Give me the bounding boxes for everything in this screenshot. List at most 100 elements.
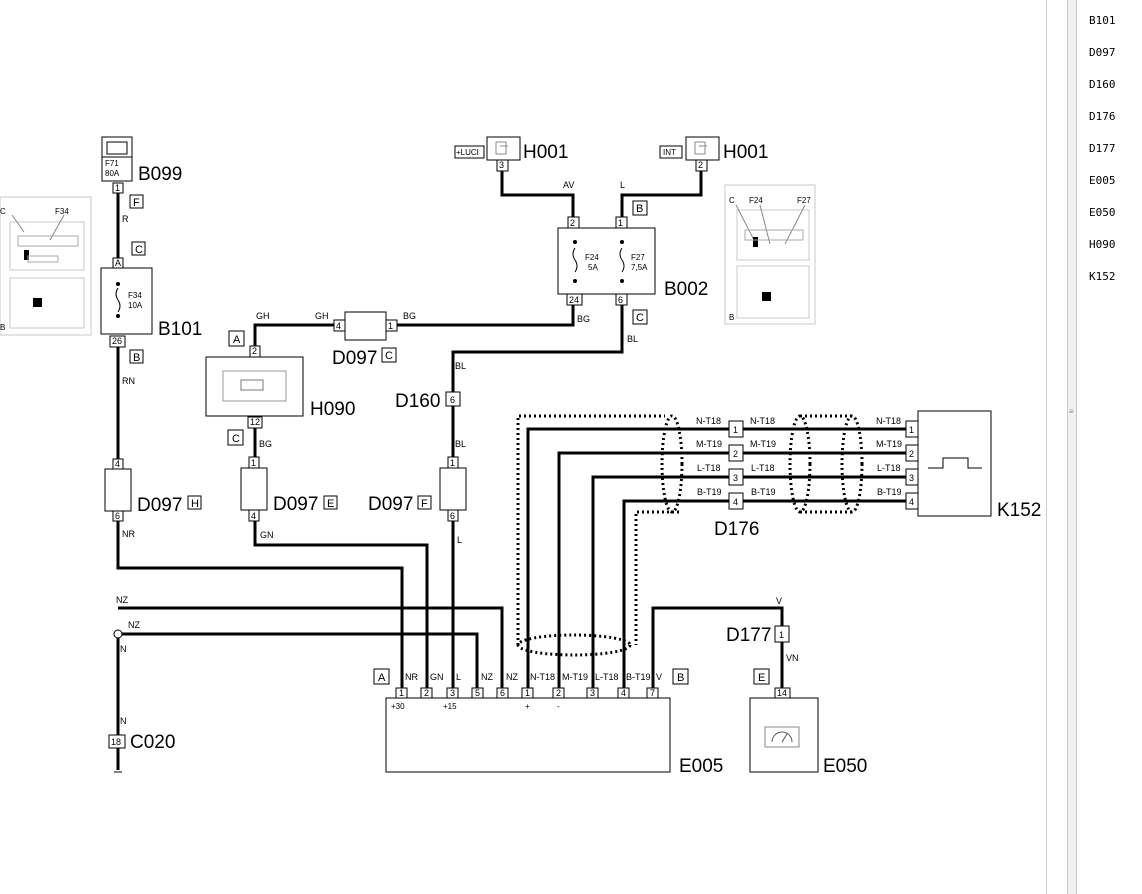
component-list-item[interactable]: E005 — [1089, 174, 1116, 187]
e050-pin-14: 14 — [777, 688, 787, 698]
h001-int-pin-2: 2 — [698, 160, 703, 170]
d176-pin-3: 3 — [733, 473, 738, 483]
tag-b: B — [133, 352, 140, 364]
tag-f-d097: F — [421, 498, 428, 510]
wl-bt19-b: B-T19 — [751, 487, 776, 497]
wl-e005-nz: NZ — [481, 672, 493, 682]
wl-lt18-b: L-T18 — [751, 463, 775, 473]
wl-mt19-c: M-T19 — [876, 439, 902, 449]
b002-tag-c: C — [636, 312, 644, 324]
component-list-item[interactable]: B101 — [1089, 14, 1116, 27]
wl-mt19-b: M-T19 — [750, 439, 776, 449]
h090-pin-12: 12 — [250, 417, 260, 427]
inset-left-b: B — [0, 323, 5, 332]
wl-e005-nr: NR — [405, 672, 418, 682]
e005-plus15: +15 — [443, 702, 457, 711]
wire-label-v: V — [776, 596, 782, 606]
b099-fuse: F71 80A 1 — [101, 136, 133, 194]
fuse-box-inset-right: C F24 F27 B — [724, 184, 816, 325]
inset-left-f34: F34 — [55, 207, 69, 216]
component-list-item[interactable]: K152 — [1089, 270, 1116, 283]
b002-fuse-box: F24 5A F27 7,5A — [557, 227, 656, 295]
wiring-diagram: F71 80A 1 B099 F R C C F34 B A F34 10A B… — [0, 136, 1041, 777]
b002-pin-24: 24 — [569, 295, 579, 305]
d097-h-label: D097 — [137, 495, 182, 516]
component-list-item[interactable]: D097 — [1089, 46, 1116, 59]
e005-pin-5a: 5 — [475, 688, 480, 698]
wl-lt18-c: L-T18 — [877, 463, 901, 473]
e005-plus: + — [525, 702, 530, 711]
d097f-pin-1: 1 — [450, 458, 455, 468]
b099-pin-1: 1 — [115, 183, 120, 193]
h001-int-switch — [685, 136, 720, 161]
vertical-scrollbar[interactable]: ≡ — [1067, 0, 1077, 894]
wire-label-l-top: L — [620, 180, 625, 190]
d097-f-connector — [439, 467, 467, 511]
wl-bt19-a: B-T19 — [697, 487, 722, 497]
e005-pin-1a: 1 — [399, 688, 404, 698]
b101-fuse: F34 10A — [100, 267, 153, 335]
wire-label-nr: NR — [122, 529, 135, 539]
scroll-grip-icon[interactable]: ≡ — [1069, 407, 1074, 416]
h090-module — [205, 356, 304, 417]
h001-luci-label: H001 — [523, 142, 568, 163]
d097-c-connector — [344, 311, 387, 341]
d097-h-connector — [104, 468, 132, 512]
e005-pin-3a: 3 — [450, 688, 455, 698]
wire-label-n: N — [120, 644, 127, 654]
f34-label: F34 — [128, 291, 142, 300]
int-label: INT — [663, 148, 676, 157]
b101-label: B101 — [158, 319, 202, 340]
b099-label: B099 — [138, 164, 182, 185]
d177-pin-1: 1 — [779, 630, 784, 640]
component-list-item[interactable]: H090 — [1089, 238, 1116, 251]
e005-pins: 1 2 3 5 6 1 2 3 4 7 — [395, 687, 659, 699]
component-list-item[interactable]: D177 — [1089, 142, 1116, 155]
d097c-pin-4: 4 — [336, 321, 341, 331]
wl-bt19-c: B-T19 — [877, 487, 902, 497]
e005-tag-b: B — [677, 672, 684, 684]
c020-pin-18: 18 — [111, 737, 121, 747]
k152-pin-1: 1 — [909, 425, 914, 435]
wl-e005-gn: GN — [430, 672, 444, 682]
wire-label-nz-top: NZ — [116, 595, 128, 605]
h090-tag-c: C — [232, 433, 240, 445]
h090-tag-a: A — [233, 334, 241, 346]
wl-nt18-a: N-T18 — [696, 416, 721, 426]
e050-label: E050 — [823, 756, 867, 777]
tag-f: F — [133, 197, 140, 209]
component-list-item[interactable]: D176 — [1089, 110, 1116, 123]
inset-right-c: C — [729, 196, 735, 205]
d097-f-label: D097 — [368, 494, 413, 515]
e005-pin-4b: 4 — [621, 688, 626, 698]
d176-label: D176 — [714, 519, 759, 540]
d097e-pin-4: 4 — [251, 511, 256, 521]
e005-tag-a: A — [378, 672, 386, 684]
fuse-box-inset-left: C F34 B — [0, 196, 92, 336]
e005-pin-2b: 2 — [556, 688, 561, 698]
panel-divider — [1046, 0, 1047, 894]
e005-plus30: +30 — [391, 702, 405, 711]
f34-rating: 10A — [128, 301, 143, 310]
k152-pin-4: 4 — [909, 497, 914, 507]
e050-tag-e: E — [758, 672, 765, 684]
k152-label: K152 — [997, 500, 1041, 521]
component-list-item[interactable]: D160 — [1089, 78, 1116, 91]
wire-label-nz-2: NZ — [128, 620, 140, 630]
wire-label-vn: VN — [786, 653, 799, 663]
component-list-item[interactable]: E050 — [1089, 206, 1116, 219]
wire-label-gh: GH — [256, 311, 270, 321]
h090-label: H090 — [310, 399, 355, 420]
d097h-pin-6: 6 — [115, 511, 120, 521]
f27-rating: 7,5A — [631, 263, 648, 272]
wl-e005-bt19: B-T19 — [626, 672, 651, 682]
component-list: B101 D097 D160 D176 D177 E005 E050 H090 … — [1089, 14, 1116, 302]
wl-e005-l: L — [456, 672, 461, 682]
e005-module — [385, 697, 671, 773]
wl-lt18-a: L-T18 — [697, 463, 721, 473]
shielding — [516, 414, 864, 657]
f71-rating: 80A — [105, 169, 120, 178]
wires — [113, 171, 906, 773]
wire-label-n-2: N — [120, 716, 127, 726]
wire-label-l-d097f: L — [457, 535, 462, 545]
